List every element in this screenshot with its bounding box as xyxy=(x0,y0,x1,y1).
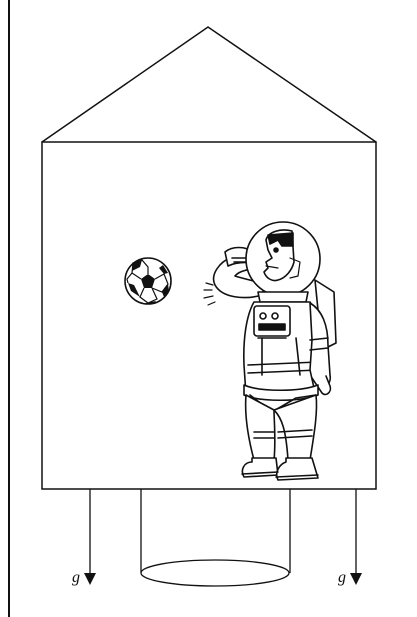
rocket-engine xyxy=(141,489,290,586)
astronaut-saluting-icon xyxy=(204,222,336,480)
rocket-nose-cone xyxy=(42,27,376,142)
gravity-label-right: g xyxy=(338,569,346,586)
gravity-arrow-left xyxy=(84,489,96,585)
gravity-arrow-right xyxy=(350,489,362,585)
soccer-ball-icon xyxy=(125,258,171,304)
gravity-label-left: g xyxy=(72,569,80,586)
